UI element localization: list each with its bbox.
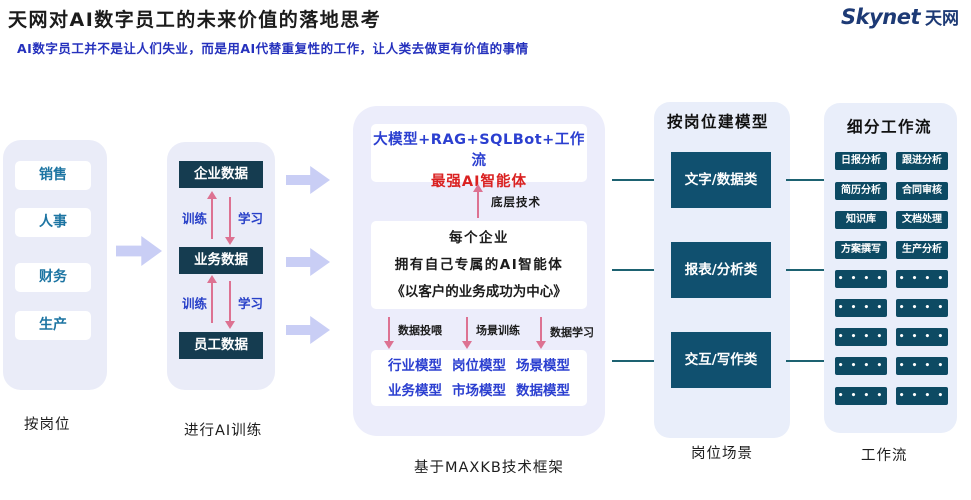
- data-box: 业务数据: [179, 247, 263, 274]
- base-tech-up-arrow: [473, 184, 483, 218]
- page-subtitle: AI数字员工并不是让人们失业，而是用AI代替重复性的工作，让人类去做更有价值的事…: [17, 41, 529, 56]
- arrow-category-to-workflow: [786, 265, 833, 275]
- arrow-training-to-core: [286, 248, 330, 276]
- workflow-box: 知识库: [835, 211, 887, 229]
- position-item: 财务: [15, 263, 91, 292]
- category-caption: 岗位场景: [691, 446, 753, 462]
- workflow-box-placeholder: • • • •: [896, 270, 948, 288]
- workflow-box: 文档处理: [896, 211, 948, 229]
- feed-label: 数据学习: [550, 326, 594, 339]
- core-panel: 大模型+RAG+SQLBot+工作流 最强AI智能体 底层技术 每个企业 拥有自…: [353, 106, 605, 436]
- workflow-box-placeholder: • • • •: [896, 387, 948, 405]
- base-tech-label: 底层技术: [491, 195, 541, 209]
- model-item: 岗位模型: [452, 358, 506, 374]
- data-box: 员工数据: [179, 332, 263, 359]
- logo-text-en: Skynet: [840, 5, 921, 29]
- workflow-box-placeholder: • • • •: [835, 387, 887, 405]
- feed-label: 数据投喂: [398, 324, 442, 337]
- arrow-training-to-core: [286, 316, 330, 344]
- model-item: 业务模型: [388, 383, 442, 399]
- arrow-core-to-category: [612, 265, 667, 275]
- core-agent-line: 最强AI智能体: [430, 174, 528, 190]
- page-title: 天网对AI数字员工的未来价值的落地思考: [8, 9, 382, 31]
- models-box: 行业模型岗位模型场景模型 业务模型市场模型数据模型: [371, 350, 587, 406]
- category-box: 报表/分析类: [671, 242, 771, 298]
- train-label: 训练: [182, 211, 208, 226]
- train-up-arrow: [207, 191, 217, 239]
- feed-down-arrow: [462, 317, 472, 349]
- core-caption: 基于MAXKB技术框架: [414, 460, 564, 476]
- enterprise-line: 《以客户的业务成功为中心》: [391, 284, 567, 300]
- positions-caption: 按岗位: [24, 417, 71, 433]
- workflow-box: 跟进分析: [896, 152, 948, 170]
- data-box: 企业数据: [179, 161, 263, 188]
- core-tech-line: 大模型+RAG+SQLBot+工作流: [373, 132, 585, 169]
- workflow-heading: 细分工作流: [847, 118, 933, 136]
- workflow-box-placeholder: • • • •: [835, 270, 887, 288]
- position-item: 销售: [15, 161, 91, 190]
- workflow-box-placeholder: • • • •: [896, 299, 948, 317]
- model-item: 市场模型: [452, 383, 506, 399]
- workflow-box: 日报分析: [835, 152, 887, 170]
- training-panel: 企业数据 业务数据 员工数据: [167, 142, 275, 390]
- arrow-core-to-category: [612, 356, 667, 366]
- arrow-positions-to-training: [116, 236, 162, 266]
- learn-label: 学习: [238, 296, 264, 311]
- category-panel: 按岗位建模型 文字/数据类 报表/分析类 交互/写作类: [654, 102, 790, 438]
- category-heading: 按岗位建模型: [667, 113, 770, 131]
- arrow-core-to-category: [612, 175, 667, 185]
- positions-panel: 销售 人事 财务 生产: [3, 140, 107, 390]
- feed-label: 场景训练: [476, 324, 520, 337]
- model-item: 数据模型: [516, 383, 570, 399]
- workflow-box: 合同审核: [896, 182, 948, 200]
- position-item: 生产: [15, 311, 91, 340]
- workflow-box: 简历分析: [835, 182, 887, 200]
- feed-down-arrow: [536, 317, 546, 349]
- model-item: 场景模型: [516, 358, 570, 374]
- core-tech-box: 大模型+RAG+SQLBot+工作流 最强AI智能体: [371, 124, 587, 190]
- enterprise-line: 拥有自己专属的AI智能体: [394, 257, 564, 273]
- workflow-box: 方案撰写: [835, 241, 887, 259]
- workflow-box-placeholder: • • • •: [835, 357, 887, 375]
- logo-text-zh: 天网: [925, 9, 959, 29]
- arrow-category-to-workflow: [786, 356, 833, 366]
- model-row: 行业模型岗位模型场景模型: [371, 354, 587, 379]
- train-label: 训练: [182, 296, 208, 311]
- workflow-box-placeholder: • • • •: [896, 357, 948, 375]
- workflow-caption: 工作流: [861, 448, 908, 464]
- learn-down-arrow: [225, 281, 235, 329]
- position-item: 人事: [15, 208, 91, 237]
- training-caption: 进行AI训练: [184, 423, 263, 439]
- workflow-panel: 细分工作流 日报分析 跟进分析 简历分析 合同审核 知识库 文档处理 方案撰写 …: [824, 103, 957, 433]
- workflow-box-placeholder: • • • •: [835, 299, 887, 317]
- model-row: 业务模型市场模型数据模型: [371, 379, 587, 404]
- learn-label: 学习: [238, 211, 264, 226]
- enterprise-line: 每个企业: [449, 230, 509, 246]
- category-box: 文字/数据类: [671, 152, 771, 208]
- enterprise-box: 每个企业 拥有自己专属的AI智能体 《以客户的业务成功为中心》: [371, 221, 587, 309]
- learn-down-arrow: [225, 197, 235, 245]
- model-item: 行业模型: [388, 358, 442, 374]
- workflow-box-placeholder: • • • •: [896, 328, 948, 346]
- feed-down-arrow: [384, 317, 394, 349]
- arrow-training-to-core: [286, 166, 330, 194]
- train-up-arrow: [207, 275, 217, 323]
- arrow-category-to-workflow: [786, 175, 833, 185]
- category-box: 交互/写作类: [671, 332, 771, 388]
- workflow-box-placeholder: • • • •: [835, 328, 887, 346]
- workflow-box: 生产分析: [896, 241, 948, 259]
